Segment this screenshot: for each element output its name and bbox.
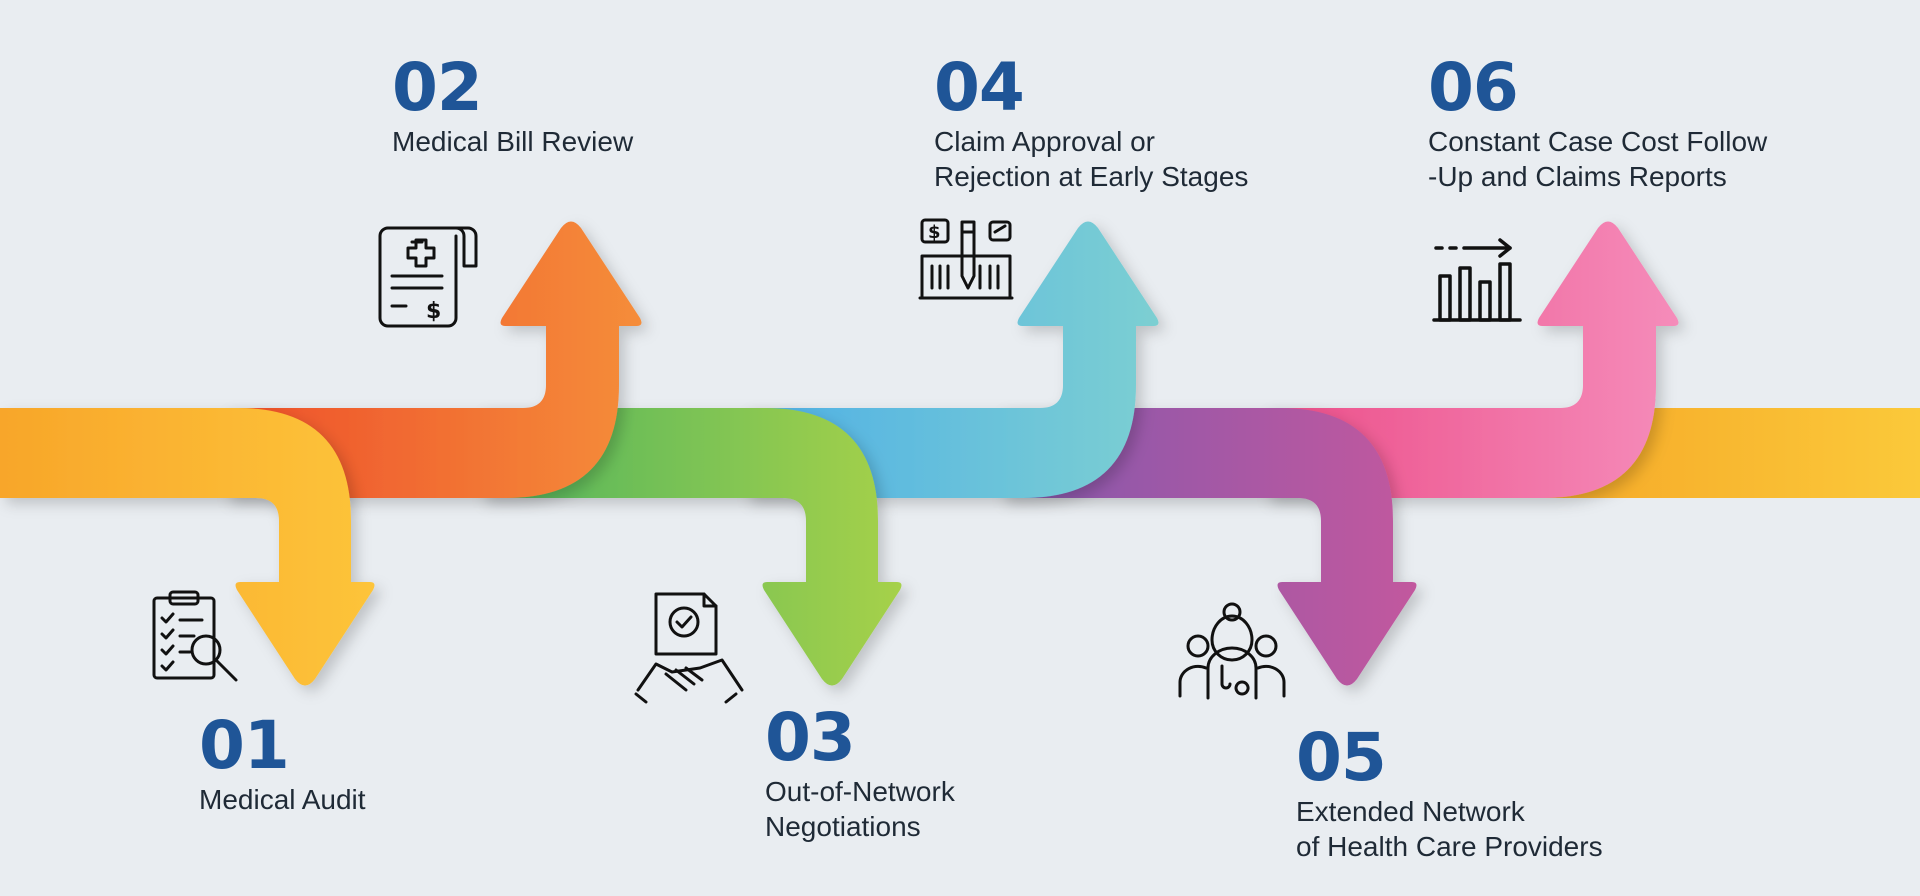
step-01: 01 Medical Audit: [199, 710, 366, 817]
step-number: 02: [392, 49, 483, 126]
svg-text:$: $: [928, 222, 941, 243]
step-02: 02 Medical Bill Review: [392, 52, 633, 159]
arrow-05: [1000, 408, 1417, 686]
report-chart-icon: [1432, 238, 1522, 322]
step-06: 06 Constant Case Cost Follow -Up and Cla…: [1428, 52, 1767, 194]
handshake-agreement-icon: [634, 592, 744, 704]
claim-approval-icon: $: [918, 218, 1014, 300]
clipboard-search-icon: [152, 590, 238, 682]
arrow-01: [0, 408, 375, 686]
step-number: 05: [1296, 719, 1387, 796]
step-number: 01: [199, 707, 290, 784]
medical-bill-icon: $: [378, 226, 478, 328]
arrow-04: [745, 221, 1159, 498]
healthcare-providers-icon: [1178, 602, 1286, 700]
arrow-06: [1265, 221, 1679, 498]
step-label: Medical Audit: [199, 784, 366, 815]
step-label: Extended Network of Health Care Provider…: [1296, 796, 1603, 862]
step-label: Medical Bill Review: [392, 126, 634, 157]
step-05: 05 Extended Network of Health Care Provi…: [1296, 722, 1603, 864]
step-number: 03: [765, 699, 856, 776]
step-04: 04 Claim Approval or Rejection at Early …: [934, 52, 1248, 194]
svg-text:$: $: [426, 299, 441, 324]
arrow-03: [480, 408, 902, 686]
step-number: 06: [1428, 49, 1519, 126]
step-number: 04: [934, 49, 1025, 126]
step-03: 03 Out-of-Network Negotiations: [765, 702, 955, 844]
arrow-02: [225, 221, 642, 498]
step-label: Constant Case Cost Follow -Up and Claims…: [1428, 126, 1768, 192]
step-label: Claim Approval or Rejection at Early Sta…: [934, 126, 1249, 192]
step-label: Out-of-Network Negotiations: [765, 776, 955, 842]
